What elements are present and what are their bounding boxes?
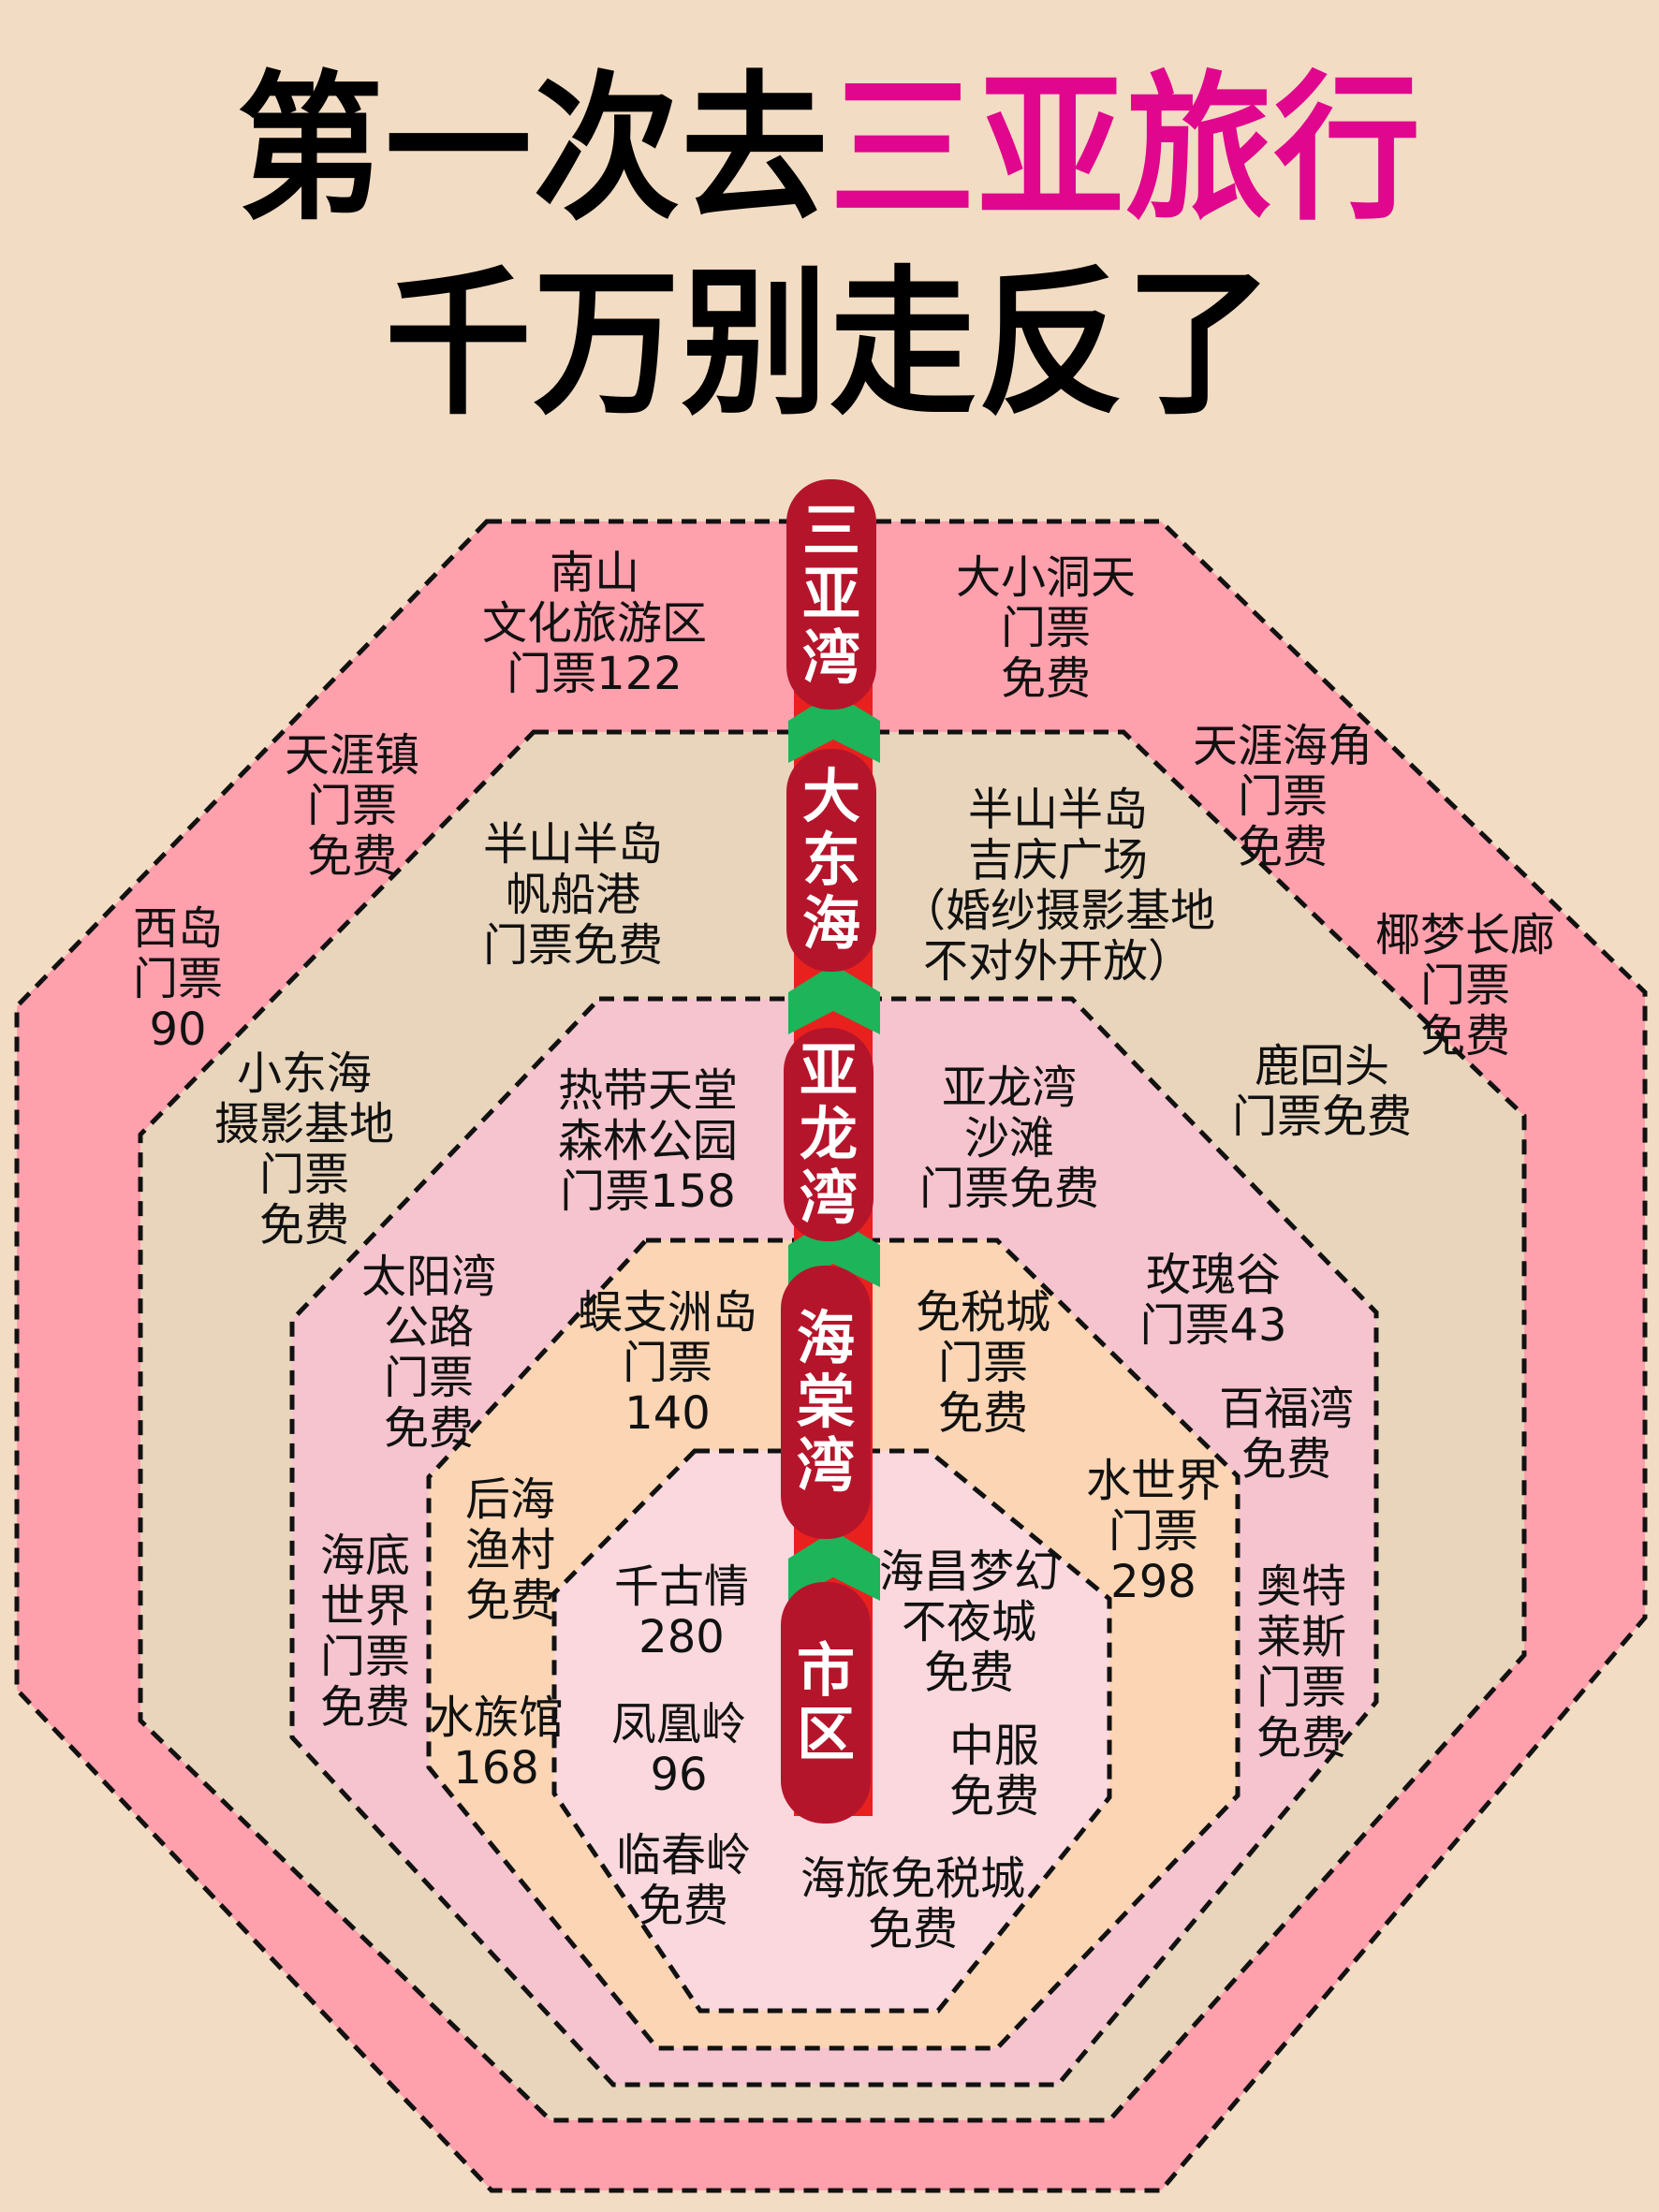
spot-haidi-shijie: 海底 世界 门票 免费 xyxy=(319,1530,411,1734)
station-char: 三 xyxy=(801,496,860,564)
spot-daxiaodongtian: 大小洞天 门票 免费 xyxy=(955,551,1137,705)
spot-aoteleisi: 奥特 莱斯 门票 免费 xyxy=(1255,1560,1347,1765)
spot-qianguqing: 千古情 280 xyxy=(613,1560,750,1663)
spot-banshan-fanchuangang: 半山半岛 帆船港 门票免费 xyxy=(482,818,664,972)
station-yalongwan: 亚 龙 湾 xyxy=(784,1028,874,1241)
spot-banshan-jiqingguangchang: 半山半岛 吉庆广场 （婚纱摄影基地 不对外开放） xyxy=(900,784,1216,988)
spot-tianyahaijiao: 天涯海角 门票 免费 xyxy=(1192,720,1373,873)
title-accent: 三亚旅行 xyxy=(830,57,1422,242)
spot-xiaodonghai: 小东海 摄影基地 门票 免费 xyxy=(213,1047,395,1252)
spot-redai-tiantang: 热带天堂 森林公园 门票158 xyxy=(557,1064,739,1218)
spot-linchunling: 临春岭 免费 xyxy=(615,1829,752,1932)
station-haitangwan: 海 棠 湾 xyxy=(781,1266,871,1539)
station-char: 湾 xyxy=(801,623,860,692)
spot-yalongwan-shatan: 亚龙湾 沙滩 门票免费 xyxy=(918,1062,1100,1215)
spot-tianyazhen: 天涯镇 门票 免费 xyxy=(284,729,420,883)
station-char: 亚 xyxy=(801,560,860,628)
station-char: 湾 xyxy=(799,1164,858,1232)
spot-xidao: 西岛 门票 90 xyxy=(132,902,224,1056)
spot-luhuitou: 鹿回头 门票免费 xyxy=(1231,1040,1413,1143)
spot-haichang-buyecheng: 海昌梦幻 不夜城 免费 xyxy=(878,1545,1060,1699)
spot-baifuwan: 百福湾 免费 xyxy=(1218,1383,1355,1486)
station-char: 东 xyxy=(801,826,860,894)
spot-mianshuicheng: 免税城 门票 免费 xyxy=(915,1286,1051,1440)
station-char: 亚 xyxy=(799,1036,858,1105)
title-line-2: 千万别走反了 xyxy=(385,252,1274,437)
station-char: 市 xyxy=(796,1636,855,1705)
station-sanyawan: 三 亚 湾 xyxy=(786,479,876,710)
title-line-1: 第一次去三亚旅行 xyxy=(66,56,1593,243)
spot-wuzhizhoudao: 蜈支洲岛 门票 140 xyxy=(577,1286,758,1440)
spot-hailv-mianshuicheng: 海旅免税城 免费 xyxy=(800,1853,1026,1956)
spot-zhongfu: 中服 免费 xyxy=(948,1720,1040,1823)
spot-meiguigu: 玫瑰谷 门票43 xyxy=(1139,1249,1287,1352)
station-char: 区 xyxy=(796,1700,855,1768)
station-char: 大 xyxy=(801,762,860,830)
spot-fenghuangling: 凤凰岭 96 xyxy=(610,1698,747,1801)
spot-yemengchanglang: 椰梦长廊 门票 免费 xyxy=(1374,909,1556,1062)
spot-houhai-yucun: 后海 渔村 免费 xyxy=(464,1473,556,1627)
arrow-up-icon xyxy=(788,964,880,1034)
title-prefix: 第一次去 xyxy=(237,57,830,242)
station-char: 龙 xyxy=(799,1100,858,1168)
station-shiqu: 市 区 xyxy=(781,1582,871,1824)
spot-shuishijie: 水世界 门票 298 xyxy=(1085,1455,1222,1608)
spot-taiyangwan: 太阳湾 公路 门票 免费 xyxy=(360,1251,497,1455)
spot-nanshan: 南山 文化旅游区 门票122 xyxy=(481,547,708,700)
station-char: 棠 xyxy=(796,1368,855,1436)
station-char: 海 xyxy=(796,1304,855,1372)
station-dadonghai: 大 东 海 xyxy=(786,749,876,972)
spot-shuizuguan: 水族馆 168 xyxy=(428,1692,565,1795)
station-char: 湾 xyxy=(796,1431,855,1500)
arrow-up-icon xyxy=(788,693,880,763)
station-char: 海 xyxy=(801,889,860,958)
